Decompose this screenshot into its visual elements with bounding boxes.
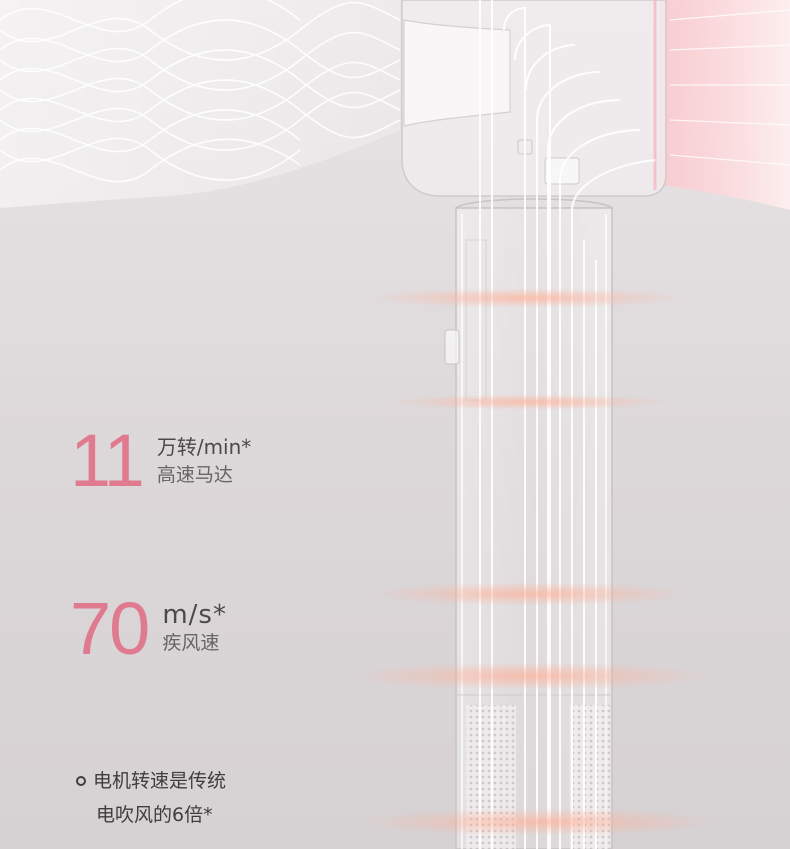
motor-speed-label: 高速马达 [156,464,233,486]
airflow-handle-lines [479,0,656,849]
motor-speed-text: 万转/min* 高速马达 [157,434,251,488]
wind-speed-value: 70 [70,587,150,670]
hollow-circle-icon [76,776,86,786]
wind-speed-label: 疾风速 [162,632,220,654]
motor-speed-stat: 11 万转/min* 高速马达 [70,424,251,498]
footnote-text-2: 电吹风的6倍* [96,804,213,826]
footnote-line-1: 电机转速是传统 [76,764,226,798]
wind-speed-stat: 70 m/s* 疾风速 [70,592,227,666]
airflow-right [660,0,790,210]
glow-lines [350,288,720,836]
airflow-left [0,0,401,208]
wind-speed-text: m/s* 疾风速 [162,602,227,656]
wind-speed-unit: m/s* [162,600,227,630]
motor-speed-unit: 万转/min* [156,435,252,459]
footnote-text-1: 电机转速是传统 [93,770,227,792]
motor-speed-value: 11 [70,419,145,502]
footnote: 电机转速是传统 电吹风的6倍* [76,764,226,832]
footnote-line-2: 电吹风的6倍* [76,798,226,832]
